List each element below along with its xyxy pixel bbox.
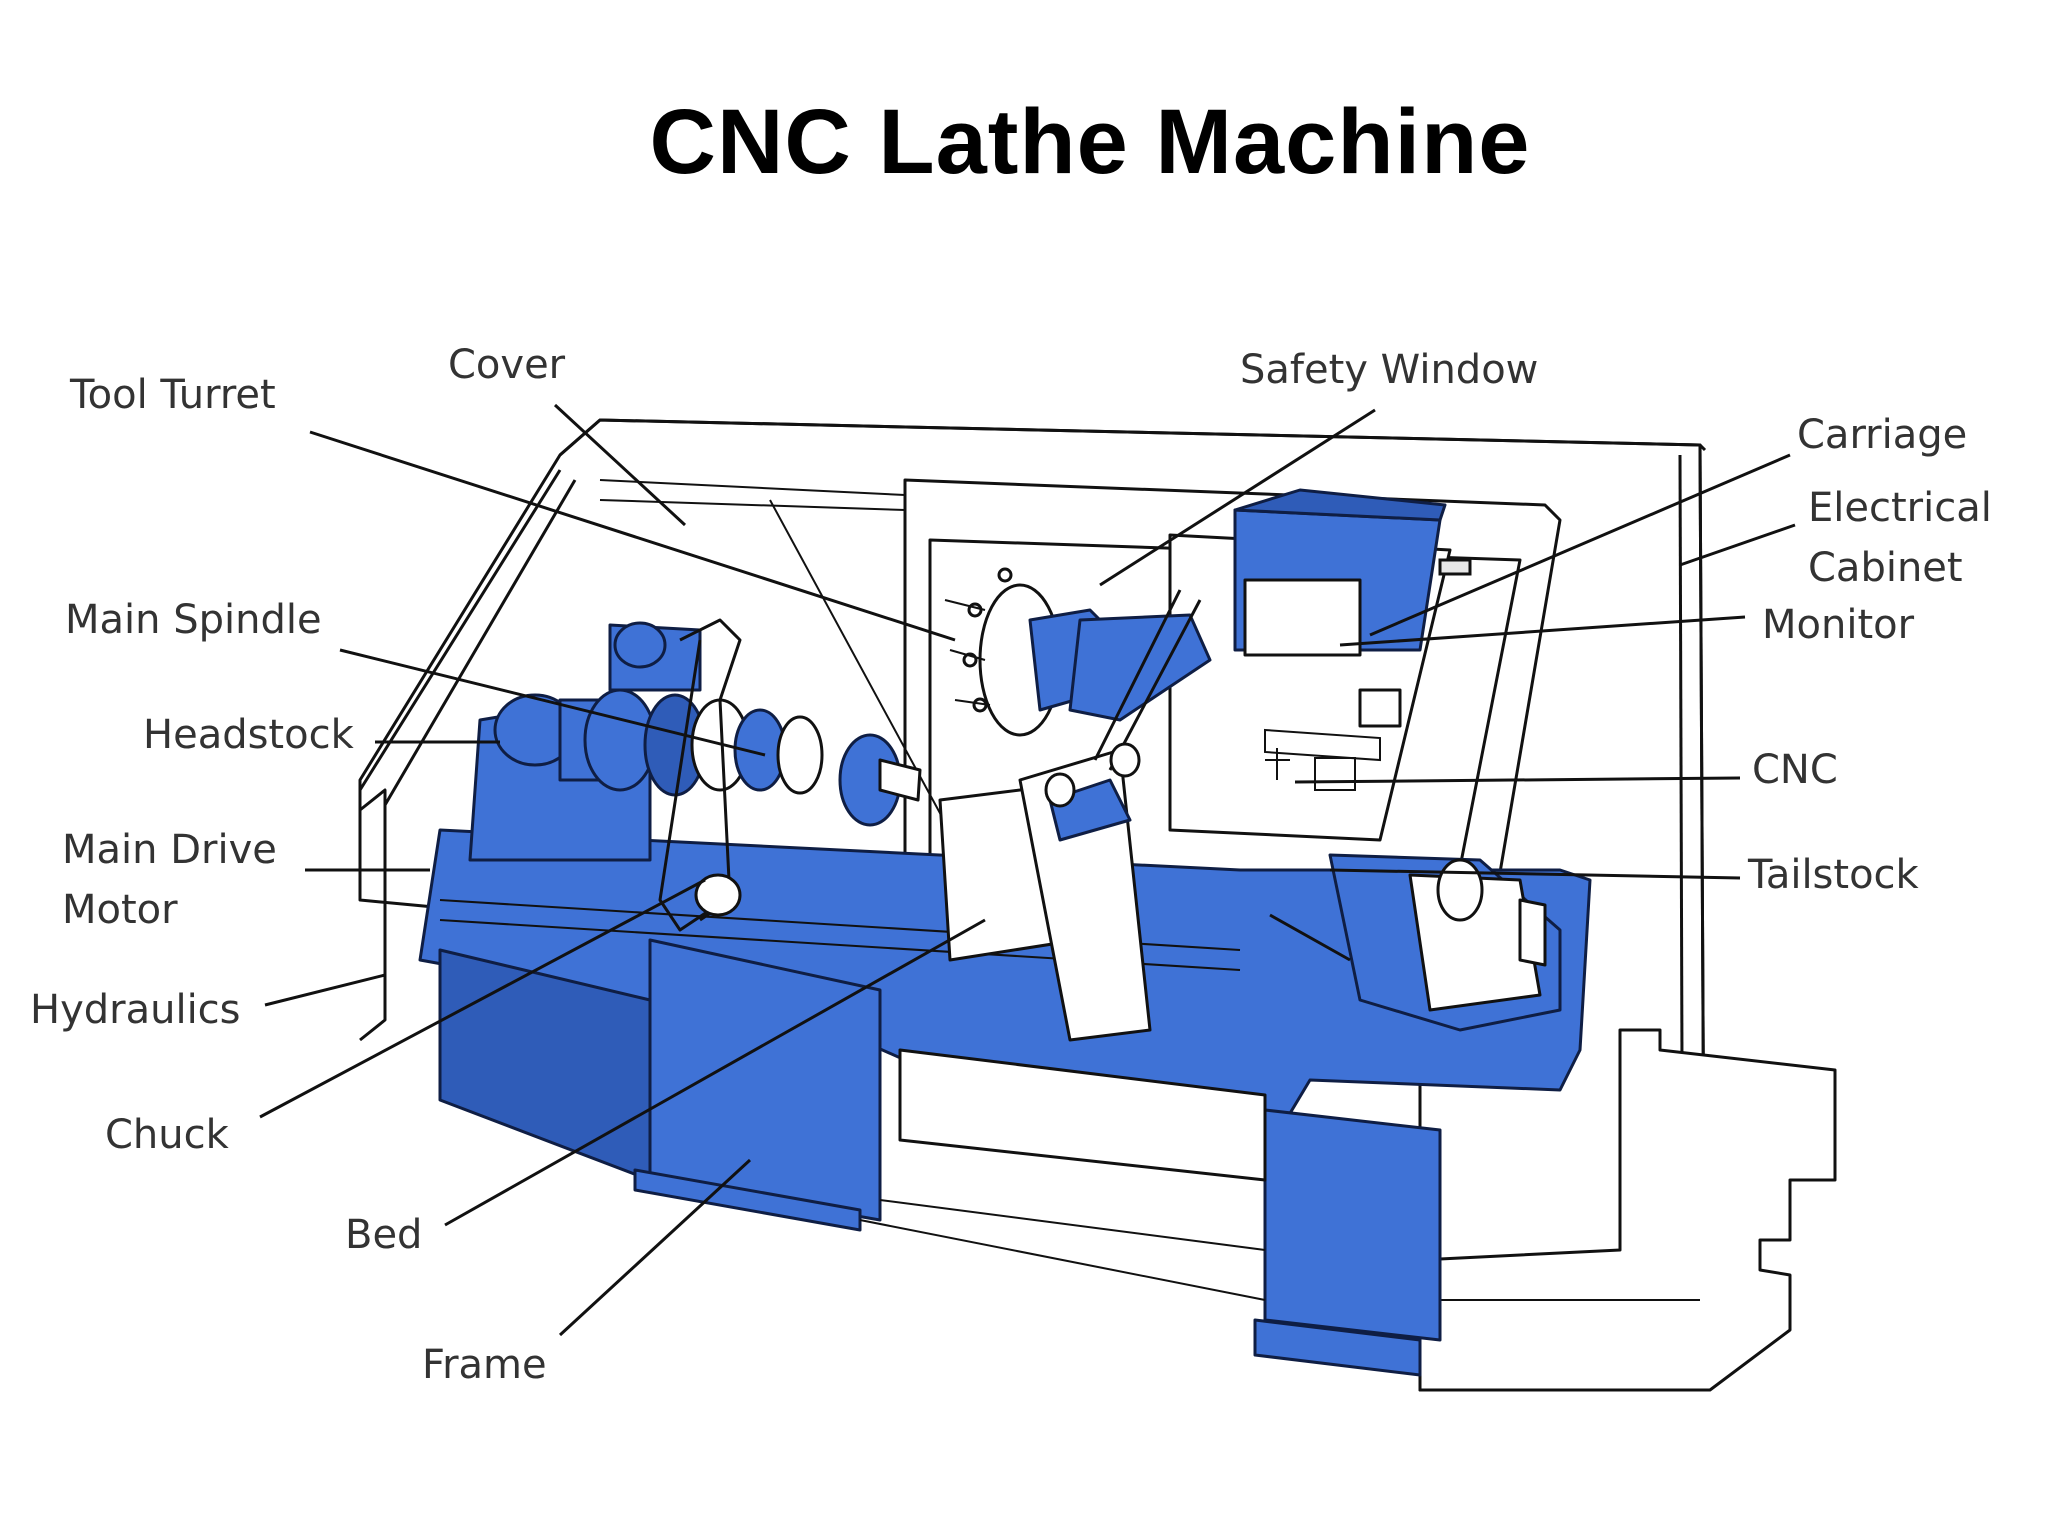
- leader-cnc: [1294, 776, 1741, 784]
- leader-chuck: [259, 878, 706, 1119]
- label-cover: Cover: [448, 342, 566, 388]
- leader-main-spindle: [339, 648, 766, 757]
- frame-right-leg: [1263, 1108, 1442, 1342]
- leader-tool-turret: [309, 430, 956, 642]
- tailstock: [1269, 853, 1562, 1032]
- leader-monitor: [1339, 615, 1746, 647]
- label-main-spindle: Main Spindle: [65, 597, 322, 643]
- label-frame: Frame: [422, 1342, 547, 1388]
- leader-tailstock: [1329, 868, 1741, 880]
- leader-hydraulics: [264, 973, 386, 1007]
- tool-turret: [944, 567, 1212, 737]
- label-chuck: Chuck: [105, 1112, 229, 1158]
- leader-safety-window: [1099, 408, 1376, 587]
- label-tool-turret: Tool Turret: [70, 372, 276, 418]
- headstock: [468, 618, 922, 932]
- label-safety-window: Safety Window: [1240, 347, 1539, 393]
- label-electrical-cabinet: Electrical Cabinet: [1808, 485, 1992, 591]
- leader-cover: [553, 403, 687, 527]
- label-bed: Bed: [345, 1212, 423, 1258]
- carriage: [938, 589, 1202, 1042]
- leader-carriage: [1369, 453, 1791, 637]
- leader-electrical-cabinet: [1679, 523, 1796, 567]
- monitor-screen: [1243, 578, 1362, 657]
- leader-lines: [259, 403, 1796, 1337]
- label-main-drive-motor: Main Drive Motor: [62, 827, 277, 933]
- page-title: CNC Lathe Machine: [649, 91, 1531, 193]
- label-monitor: Monitor: [1762, 602, 1915, 648]
- leader-frame: [558, 1158, 752, 1337]
- label-cnc: CNC: [1752, 747, 1838, 793]
- control-panel: [1168, 488, 1472, 842]
- label-carriage: Carriage: [1797, 412, 1968, 458]
- leader-bed: [444, 918, 986, 1227]
- label-hydraulics: Hydraulics: [30, 987, 241, 1033]
- label-headstock: Headstock: [143, 712, 354, 758]
- frame-left-leg: [648, 938, 882, 1222]
- label-tailstock: Tailstock: [1748, 852, 1919, 898]
